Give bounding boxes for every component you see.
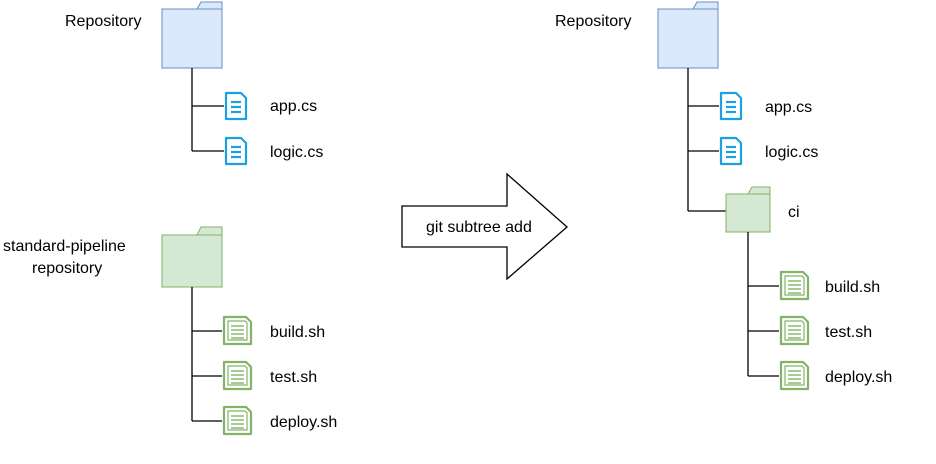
right-repository-label: Repository xyxy=(555,13,631,30)
file-label: logic.cs xyxy=(765,144,818,161)
file-label: app.cs xyxy=(765,99,812,116)
file-label: test.sh xyxy=(825,324,872,341)
left-repository-group: Repository app.cs logic.cs xyxy=(65,1,323,166)
left-pipeline-group: standard-pipeline repository build.sh te… xyxy=(3,226,337,436)
script-file-icon xyxy=(222,360,253,391)
connector-line xyxy=(687,68,726,212)
connector-line xyxy=(191,287,222,422)
right-repository-group: Repository app.cs logic.cs ci build.sh t… xyxy=(555,1,892,391)
file-label: deploy.sh xyxy=(270,414,337,431)
file-label: deploy.sh xyxy=(825,369,892,386)
script-file-icon xyxy=(779,270,810,301)
file-label: app.cs xyxy=(270,98,317,115)
file-label: build.sh xyxy=(825,279,880,296)
file-icon xyxy=(719,136,743,166)
file-icon xyxy=(224,91,248,121)
file-label: test.sh xyxy=(270,369,317,386)
pipeline-label-line1: standard-pipeline xyxy=(3,238,126,255)
connector-line xyxy=(747,232,779,377)
script-file-icon xyxy=(222,315,253,346)
file-icon xyxy=(719,91,743,121)
pipeline-label-line2: repository xyxy=(32,260,102,277)
subtree-arrow: git subtree add xyxy=(401,172,568,281)
arrow-label: git subtree add xyxy=(426,219,532,236)
script-file-icon xyxy=(779,360,810,391)
script-file-icon xyxy=(222,405,253,436)
folder-icon xyxy=(657,1,719,69)
connector-line xyxy=(191,68,224,152)
subfolder-label: ci xyxy=(788,204,800,221)
folder-icon xyxy=(161,226,223,288)
file-label: logic.cs xyxy=(270,144,323,161)
script-file-icon xyxy=(779,315,810,346)
file-label: build.sh xyxy=(270,324,325,341)
file-icon xyxy=(224,136,248,166)
folder-icon xyxy=(161,1,223,69)
left-repository-label: Repository xyxy=(65,13,141,30)
folder-icon xyxy=(725,186,771,233)
